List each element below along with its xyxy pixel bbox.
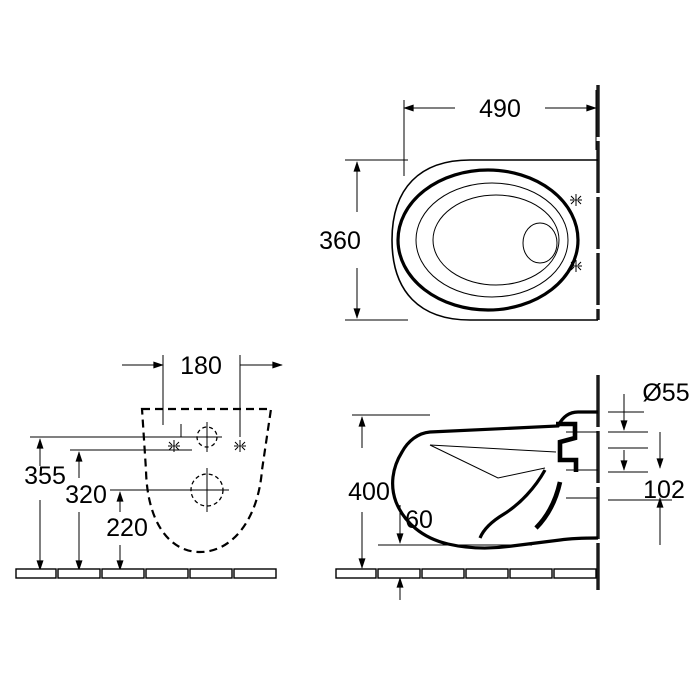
side-view-group: 400 60 Ø55 102 <box>335 375 690 600</box>
dim-label-360: 360 <box>319 227 361 255</box>
bowl-rim-inner-line <box>429 444 557 453</box>
bowl-inner-wall <box>429 444 546 479</box>
fixing-marker-top <box>570 194 582 206</box>
floor-line-left <box>15 568 277 579</box>
bowl-body-outline <box>391 159 598 321</box>
dim-label-102: 102 <box>643 476 685 504</box>
bolt-marker-right <box>234 440 246 452</box>
front-outline-dashed <box>140 407 273 554</box>
dim-label-490: 490 <box>479 95 521 123</box>
dim-label-320: 320 <box>65 481 107 509</box>
sump-opening <box>522 222 558 264</box>
dim-label-55: Ø55 <box>642 379 689 407</box>
floor-line-right <box>335 568 597 579</box>
dim-label-220: 220 <box>106 514 148 542</box>
dim-label-180: 180 <box>180 352 222 380</box>
centre-marker-lower <box>185 468 229 512</box>
bowl-inner-sump-curve <box>478 469 547 539</box>
dim-label-60: 60 <box>405 506 433 534</box>
seat-inner-ring <box>415 182 569 298</box>
dim-label-355: 355 <box>24 462 66 490</box>
front-view-group: 180 355 320 <box>15 352 283 579</box>
outlet-block-lower <box>534 481 563 530</box>
outlet-block-upper <box>556 421 579 472</box>
seat-outer-ring <box>396 168 580 312</box>
top-view-group: 490 360 <box>319 85 600 321</box>
fixing-marker-bottom <box>570 260 582 272</box>
dim-label-400: 400 <box>348 478 390 506</box>
bowl-opening <box>432 194 560 286</box>
